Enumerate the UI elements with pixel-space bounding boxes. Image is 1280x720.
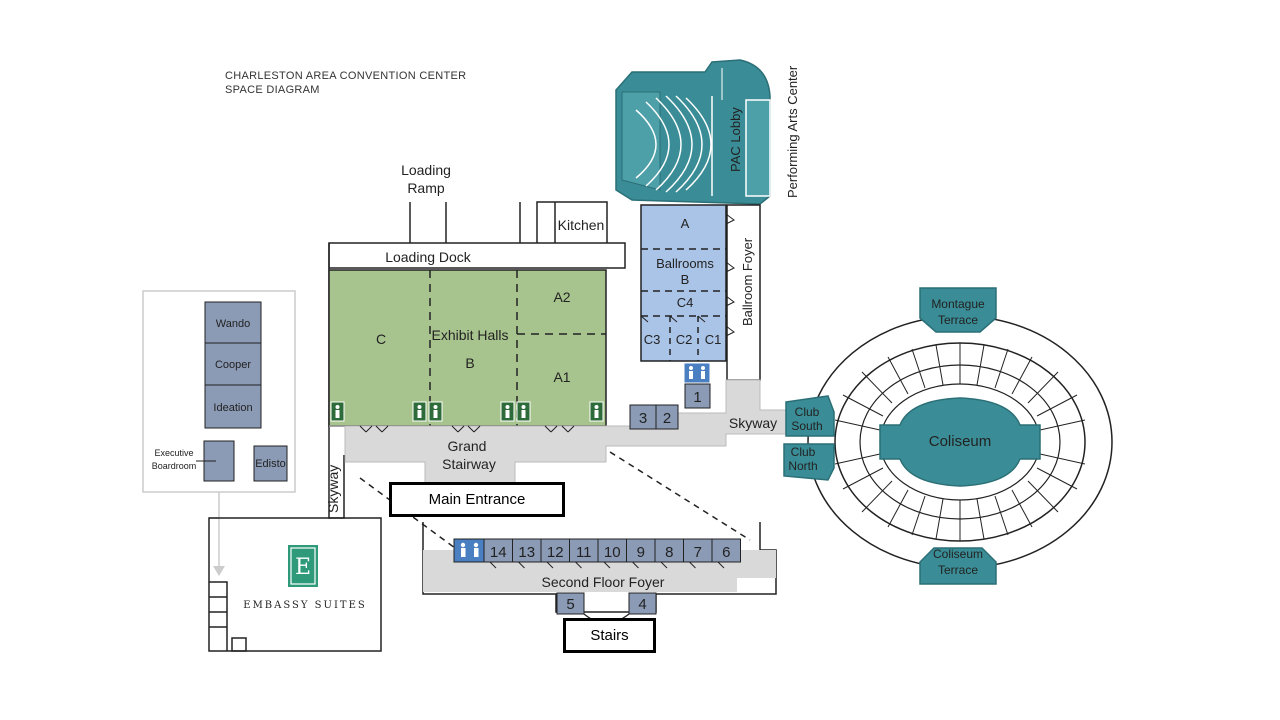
skyway-west-label: Skyway bbox=[325, 465, 341, 513]
meeting-room-4[interactable] bbox=[628, 592, 657, 615]
coliseum-terrace-label-1: Coliseum bbox=[933, 547, 983, 561]
room-label: 13 bbox=[518, 544, 535, 561]
ballroom-c4-label: C4 bbox=[677, 295, 694, 310]
edisto-room[interactable] bbox=[253, 445, 288, 482]
restroom-icon bbox=[412, 401, 443, 422]
coliseum-terrace[interactable] bbox=[919, 547, 997, 585]
executive-label-1: Executive bbox=[154, 448, 193, 458]
second-floor-rooms: 14 13 12 11 10 9 8 7 6 bbox=[483, 538, 741, 569]
edisto-label: Edisto bbox=[255, 458, 286, 470]
seating-sections bbox=[834, 343, 1086, 541]
ideation-room[interactable] bbox=[204, 384, 262, 429]
ballroom-c2-label: C2 bbox=[676, 332, 693, 347]
wando-label: Wando bbox=[216, 318, 250, 330]
room-3-label: 3 bbox=[639, 410, 647, 427]
loading-dock-label: Loading Dock bbox=[385, 249, 472, 265]
ballroom-foyer-label: Ballroom Foyer bbox=[740, 237, 755, 326]
hall-a1-label: A1 bbox=[553, 369, 570, 385]
club-south-label-1: Club bbox=[795, 405, 820, 419]
restroom-icon bbox=[500, 401, 531, 422]
main-entrance-label: Main Entrance bbox=[428, 491, 526, 508]
ballrooms-label: Ballrooms bbox=[656, 256, 714, 271]
embassy-suites-building[interactable] bbox=[208, 517, 382, 652]
room-5-label: 5 bbox=[566, 596, 574, 613]
main-entrance-callout[interactable]: Main Entrance bbox=[389, 482, 565, 517]
pac-name-label: Performing Arts Center bbox=[785, 65, 800, 198]
room-label: 7 bbox=[694, 544, 702, 561]
kitchen-label: Kitchen bbox=[558, 217, 605, 233]
ballroom-c1-label: C1 bbox=[705, 332, 722, 347]
room-1-label: 1 bbox=[693, 389, 701, 406]
grand-stairway-label-1: Grand bbox=[448, 438, 487, 454]
montague-terrace-label-1: Montague bbox=[931, 297, 985, 311]
room-label: 12 bbox=[547, 544, 564, 561]
room-label: 8 bbox=[665, 544, 673, 561]
loading-ramp bbox=[409, 202, 521, 243]
room-label: 14 bbox=[490, 544, 507, 561]
embassy-suites-label: EMBASSY SUITES bbox=[243, 600, 366, 611]
ballroom-c3-label: C3 bbox=[644, 332, 661, 347]
coliseum-label: Coliseum bbox=[929, 433, 992, 450]
room-label: 10 bbox=[604, 544, 621, 561]
room-2-label: 2 bbox=[663, 410, 671, 427]
embassy-suites-logo: E bbox=[288, 545, 318, 587]
stairs-callout[interactable]: Stairs bbox=[563, 618, 656, 653]
room-label: 11 bbox=[576, 544, 592, 561]
montague-terrace-label-2: Terrace bbox=[938, 313, 978, 327]
coliseum-terrace-label-2: Terrace bbox=[938, 563, 978, 577]
second-floor-foyer-label: Second Floor Foyer bbox=[542, 574, 665, 590]
meeting-room-2[interactable] bbox=[655, 404, 679, 430]
coliseum[interactable] bbox=[807, 315, 1113, 569]
club-north-label-1: Club bbox=[791, 445, 816, 459]
club-north[interactable] bbox=[783, 443, 835, 481]
arrow-down-icon bbox=[213, 566, 225, 576]
club-north-label-2: North bbox=[788, 459, 817, 473]
grand-stairway-label-2: Stairway bbox=[442, 456, 496, 472]
loading-ramp-label-2: Ramp bbox=[407, 180, 445, 196]
restroom-icon bbox=[453, 538, 485, 563]
restroom-icon bbox=[330, 401, 345, 422]
loading-ramp-label-1: Loading bbox=[401, 162, 451, 178]
room-4-label: 4 bbox=[638, 596, 646, 613]
meeting-room-1[interactable] bbox=[684, 383, 711, 409]
room-label: 6 bbox=[722, 544, 730, 561]
loading-dock bbox=[328, 242, 626, 269]
exhibit-halls-label: Exhibit Halls bbox=[431, 327, 508, 343]
embassy-logo-letter: E bbox=[295, 555, 311, 580]
map-title-line2: SPACE DIAGRAM bbox=[225, 84, 320, 96]
map-title-line1: CHARLESTON AREA CONVENTION CENTER bbox=[225, 70, 466, 82]
club-south[interactable] bbox=[785, 395, 835, 437]
executive-label-2: Boardroom bbox=[152, 461, 197, 471]
exhibit-halls[interactable] bbox=[328, 269, 607, 427]
meeting-room-6[interactable] bbox=[711, 538, 741, 563]
meeting-room-5[interactable] bbox=[556, 592, 585, 615]
hall-a2-label: A2 bbox=[553, 289, 570, 305]
ballrooms[interactable] bbox=[640, 204, 727, 362]
cooper-label: Cooper bbox=[215, 359, 251, 371]
club-south-label-2: South bbox=[791, 419, 822, 433]
pac-lobby-label: PAC Lobby bbox=[728, 107, 743, 172]
ideation-label: Ideation bbox=[213, 402, 252, 414]
skyway-east-label: Skyway bbox=[729, 415, 777, 431]
restroom-icon bbox=[589, 401, 604, 422]
door-swings bbox=[359, 213, 735, 433]
wando-room[interactable] bbox=[204, 301, 262, 344]
ballroom-b-label: B bbox=[681, 272, 690, 287]
ballroom-a-label: A bbox=[681, 216, 690, 231]
kitchen[interactable] bbox=[536, 201, 608, 247]
performing-arts-center[interactable] bbox=[615, 59, 771, 205]
hall-c-label: C bbox=[376, 331, 386, 347]
restroom-icon bbox=[683, 362, 711, 384]
montague-terrace[interactable] bbox=[919, 287, 997, 333]
room-label: 9 bbox=[637, 544, 645, 561]
hall-b-label: B bbox=[465, 355, 474, 371]
stairs-label: Stairs bbox=[590, 627, 629, 644]
cooper-room[interactable] bbox=[204, 342, 262, 386]
